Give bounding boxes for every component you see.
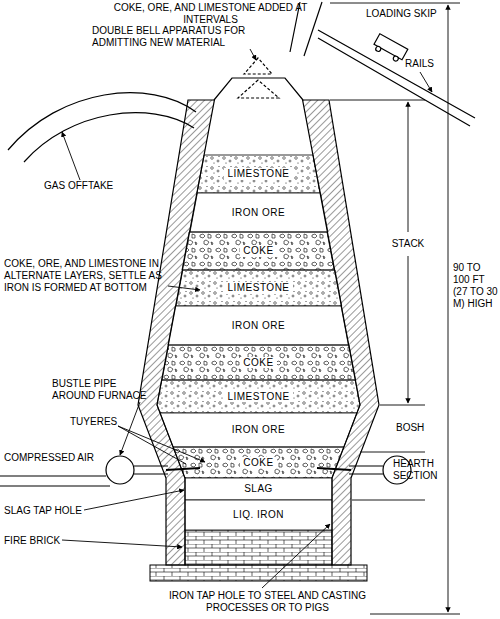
loading-skip [372, 34, 408, 64]
slag-layer: SLAG [185, 478, 332, 500]
layer-label: SLAG [241, 483, 276, 495]
fire-brick-base [150, 565, 367, 581]
liquid-iron-layer: LIQ. IRON [185, 500, 332, 530]
band-shape [185, 478, 332, 500]
part-label: BOSH [396, 422, 446, 434]
part-label: STACK [383, 238, 433, 250]
coke-layer: COKE [162, 345, 356, 380]
stack-dimension [408, 102, 409, 403]
section-tick [330, 100, 425, 500]
limestone-layer: LIMESTONE [176, 270, 342, 306]
leader-line [84, 490, 184, 510]
band-shape [182, 232, 334, 270]
band-shape [190, 193, 328, 232]
part-label: FIRE BRICK [4, 535, 60, 547]
furnace-wall [303, 100, 379, 565]
band-shape [185, 500, 332, 530]
coke-layer: COKE [182, 232, 334, 270]
layer-label: COKE [240, 457, 276, 469]
part-label: HEARTH SECTION [393, 458, 448, 482]
part-label: COMPRESSED AIR [4, 452, 94, 464]
layer-label: LIMESTONE [224, 282, 292, 294]
band-shape [197, 155, 320, 193]
part-label: BUSTLE PIPE AROUND FURNACE [52, 378, 152, 402]
part-label: COKE, ORE, AND LIMESTONE IN ALTERNATE LA… [4, 258, 169, 294]
band-shape [168, 306, 348, 345]
coke-layer: COKE [173, 447, 344, 478]
leader-line [118, 426, 205, 464]
band-shape [160, 413, 357, 447]
part-label: RAILS [405, 58, 465, 70]
layer-label: LIQ. IRON [230, 509, 287, 521]
iron-ore-layer: IRON ORE [160, 413, 357, 447]
part-label: SLAG TAP HOLE [4, 505, 82, 517]
band-shape [162, 345, 356, 380]
furnace-wall [138, 100, 214, 565]
iron-ore-layer: IRON ORE [168, 306, 348, 345]
layer-label: IRON ORE [229, 320, 288, 332]
part-label: 90 TO 100 FT (27 TO 30 M) HIGH [453, 262, 499, 310]
layer-label: COKE [240, 245, 276, 257]
compressed-air-pipe [0, 476, 110, 486]
leader-line [62, 132, 80, 180]
height-dimension [448, 5, 449, 612]
double-bell [238, 58, 279, 98]
gas-offtake-pipe [8, 93, 196, 162]
iron-ore-layer: IRON ORE [190, 193, 328, 232]
leader-line [250, 49, 256, 60]
layer-label: LIMESTONE [224, 391, 292, 403]
band-shape [173, 447, 344, 478]
layer-label: COKE [240, 357, 276, 369]
layer-label: IRON ORE [229, 207, 288, 219]
part-label: GAS OFFTAKE [44, 180, 113, 192]
bustle-pipe [106, 456, 134, 484]
layer-label: IRON ORE [229, 424, 288, 436]
band-shape [157, 380, 360, 413]
height-tick [330, 3, 460, 614]
part-label: LOADING SKIP [366, 8, 486, 20]
layer-label: LIMESTONE [224, 168, 292, 180]
part-label: TUYERES [70, 416, 117, 428]
limestone-layer: LIMESTONE [197, 155, 320, 193]
part-label: IRON TAP HOLE TO STEEL AND CASTING PROCE… [150, 590, 385, 614]
part-label: DOUBLE BELL APPARATUS FOR ADMITTING NEW … [92, 25, 272, 49]
limestone-layer: LIMESTONE [157, 380, 360, 413]
hopper [214, 78, 303, 100]
fire-brick [185, 530, 332, 565]
band-shape [176, 270, 342, 306]
skip-rails [318, 30, 475, 126]
leader-line [62, 540, 182, 547]
part-label: COKE, ORE, AND LIMESTONE ADDED AT INTERV… [98, 2, 323, 26]
leader-line [168, 286, 200, 290]
leader-line [420, 72, 432, 92]
leader-line [262, 524, 330, 588]
